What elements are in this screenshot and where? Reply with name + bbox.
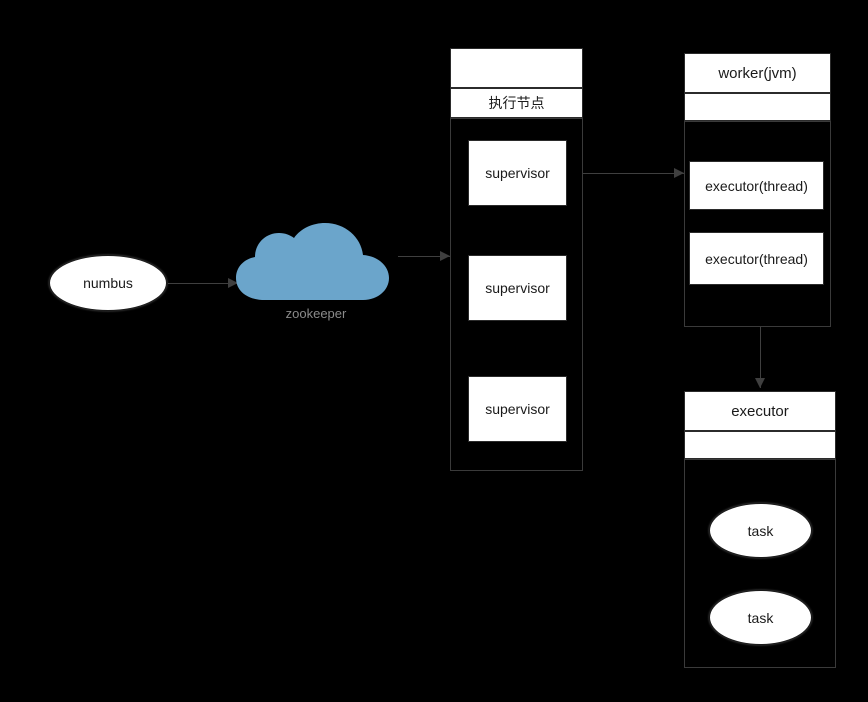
container-worker-title: worker(jvm)	[684, 53, 831, 93]
edge-nimbus-to-zookeeper-line	[168, 283, 238, 284]
node-nimbus-label: numbus	[83, 275, 133, 291]
node-task-2-label: task	[747, 609, 774, 626]
node-executor-thread-2-label: executor(thread)	[705, 250, 808, 267]
container-executor-header-empty	[684, 431, 836, 459]
container-worker-header-empty	[684, 93, 831, 121]
container-worker-body	[684, 121, 831, 327]
node-executor-thread-1[interactable]: executor(thread)	[689, 161, 824, 210]
container-executor-title: executor	[684, 391, 836, 431]
cloud-icon	[236, 223, 389, 300]
edge-worker-to-executor-arrowhead	[755, 378, 765, 388]
node-task-1[interactable]: task	[709, 503, 812, 558]
node-executor-thread-2[interactable]: executor(thread)	[689, 232, 824, 285]
node-nimbus[interactable]: numbus	[49, 255, 167, 311]
edge-zookeeper-to-exec-node-line	[398, 256, 450, 257]
node-supervisor-1[interactable]: supervisor	[468, 140, 567, 206]
node-supervisor-3[interactable]: supervisor	[468, 376, 567, 442]
node-supervisor-3-label: supervisor	[485, 401, 550, 417]
node-supervisor-2[interactable]: supervisor	[468, 255, 567, 321]
node-zookeeper-label: zookeeper	[285, 306, 347, 321]
node-supervisor-2-label: supervisor	[485, 280, 550, 296]
node-task-1-label: task	[747, 522, 774, 539]
container-worker-title-label: worker(jvm)	[718, 64, 797, 82]
edge-worker-to-executor-line	[760, 285, 761, 388]
container-exec-node-title-label: 执行节点	[488, 95, 545, 111]
edge-supervisor-to-worker-arrowhead	[674, 168, 684, 178]
container-exec-node-title: 执行节点	[450, 88, 583, 118]
node-executor-thread-1-label: executor(thread)	[705, 177, 808, 194]
edge-zookeeper-to-exec-node-arrowhead	[440, 251, 450, 261]
node-task-2[interactable]: task	[709, 590, 812, 645]
node-supervisor-1-label: supervisor	[485, 165, 550, 181]
container-executor-title-label: executor	[731, 402, 789, 420]
edge-nimbus-to-zookeeper-arrowhead	[228, 278, 238, 288]
node-zookeeper[interactable]: zookeeper	[232, 222, 400, 330]
edge-supervisor-to-worker-line	[567, 173, 684, 174]
container-exec-node-header-empty	[450, 48, 583, 88]
